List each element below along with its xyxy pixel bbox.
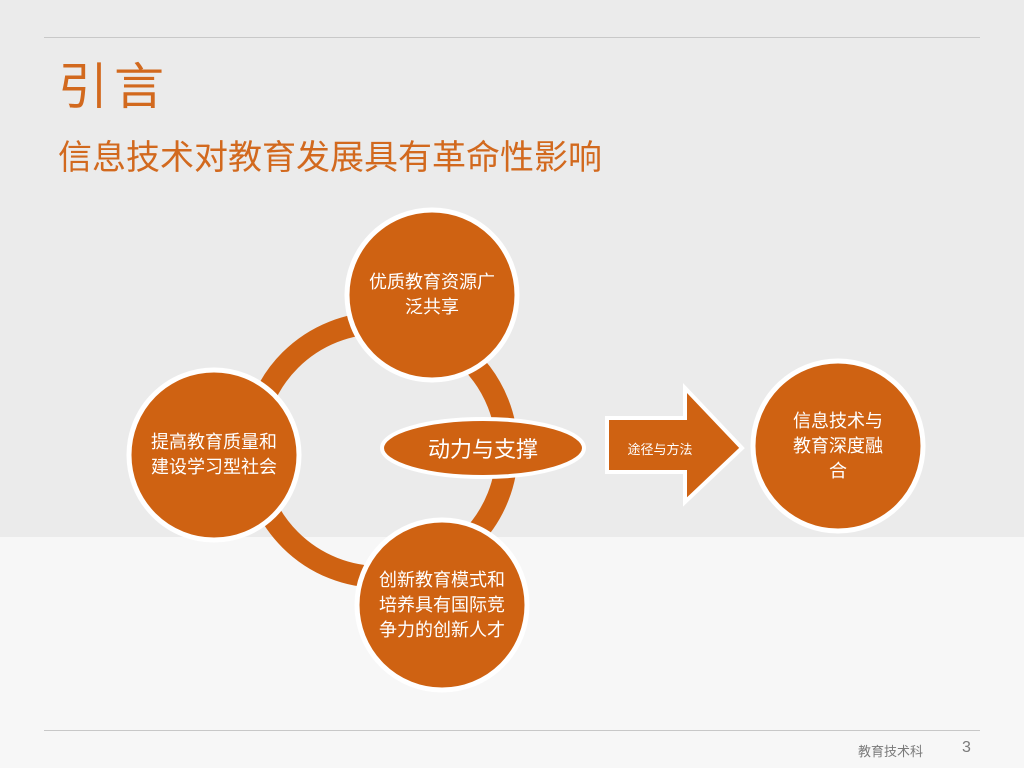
node-left-circle — [126, 367, 302, 543]
node-left: 提高教育质量和建设学习型社会 — [134, 375, 294, 535]
bottom-divider — [44, 730, 980, 731]
node-left-label: 提高教育质量和建设学习型社会 — [151, 432, 277, 478]
footer-label: 教育技术科 — [858, 745, 924, 760]
slide-subtitle: 信息技术对教育发展具有革命性影响 — [58, 138, 602, 178]
arrow-label: 途径与方法 — [627, 442, 693, 458]
center-ellipse — [380, 417, 586, 479]
node-top-label: 优质教育资源广泛共享 — [369, 272, 495, 318]
page-number: 3 — [962, 739, 971, 756]
node-bottom-circle — [354, 517, 530, 693]
slide-title: 引言 — [58, 58, 170, 116]
node-bottom: 创新教育模式和培养具有国际竞争力的创新人才 — [362, 525, 522, 685]
node-top: 优质教育资源广泛共享 — [352, 215, 512, 375]
node-bottom-label: 创新教育模式和培养具有国际竞争力的创新人才 — [379, 569, 505, 641]
center-label: 动力与支撑 — [427, 438, 538, 463]
arrow-shape — [605, 382, 745, 507]
goal-node: 信息技术与教育深度融合 — [758, 366, 918, 526]
goal-label: 信息技术与教育深度融合 — [793, 410, 883, 482]
node-top-circle — [344, 207, 520, 383]
goal-circle — [750, 358, 926, 534]
top-divider — [44, 37, 980, 38]
